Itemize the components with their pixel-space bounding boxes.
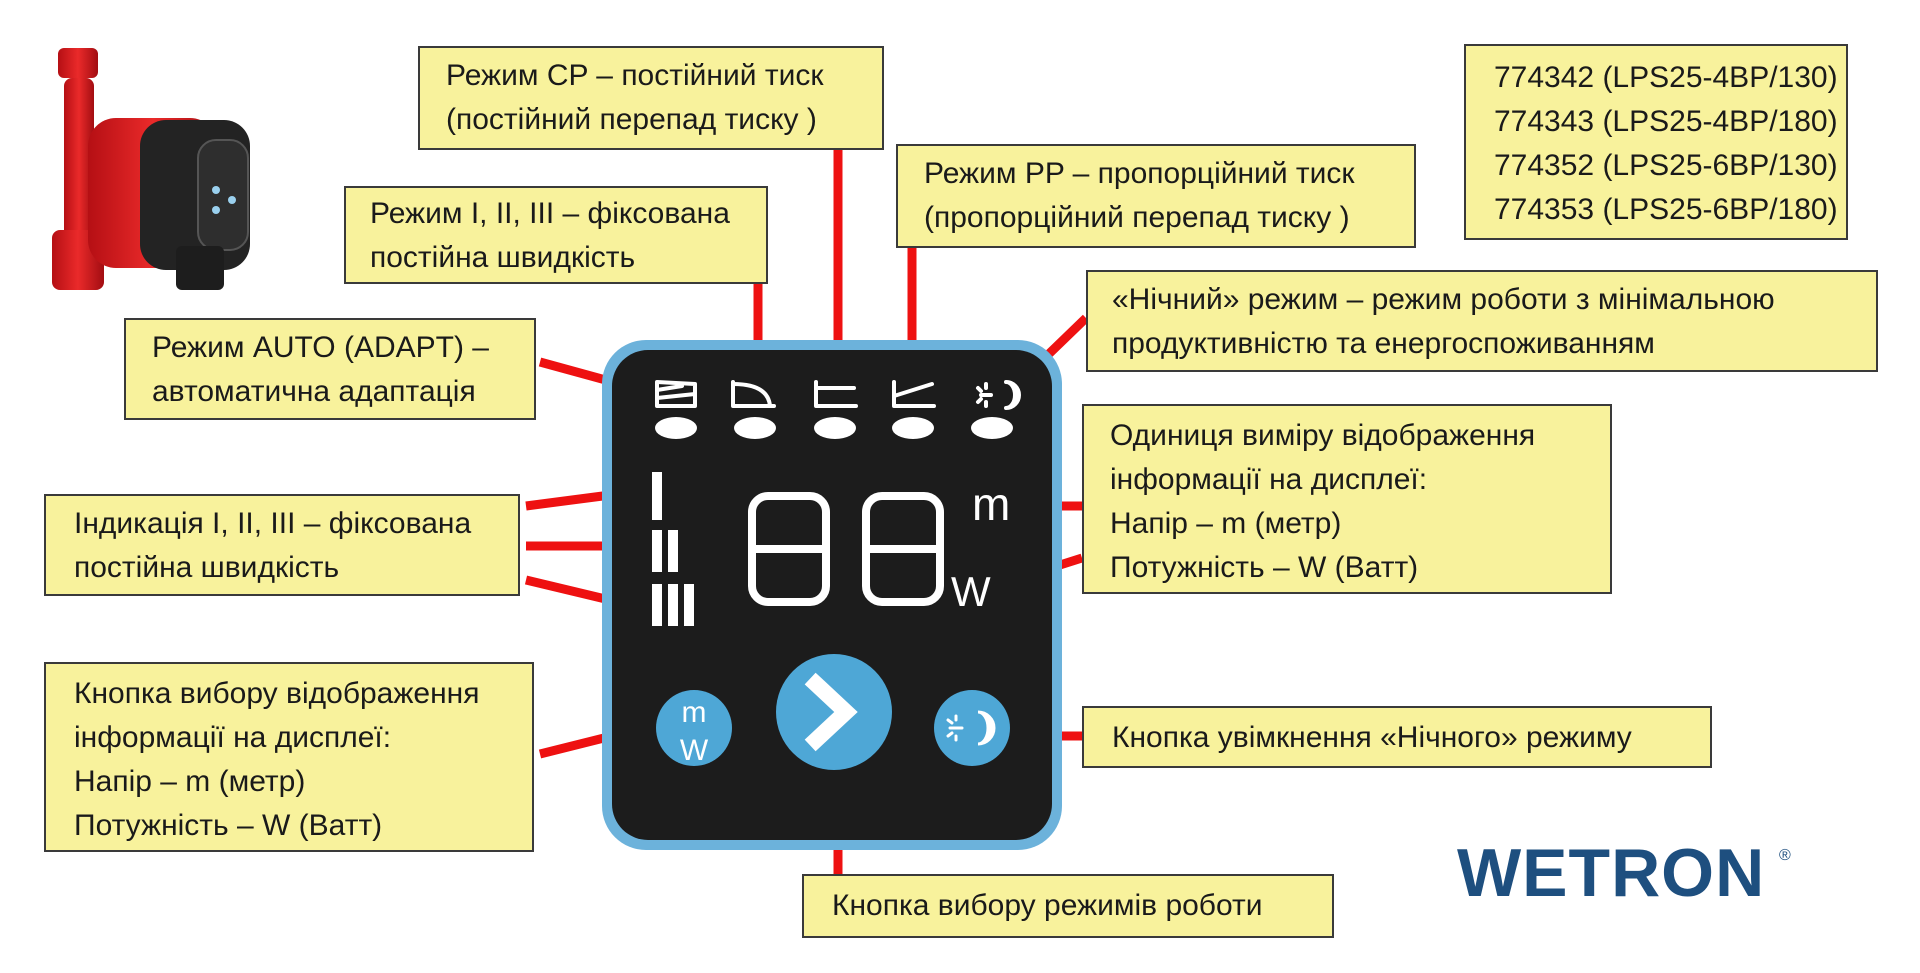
callout-pp-line-2: (пропорційний перепад тиску )	[924, 201, 1350, 234]
fixed-speed-icon	[814, 380, 858, 408]
callout-night-mode: «Нічний» режим – режим роботи з мінімаль…	[1086, 270, 1878, 372]
callout-display-line-3: Напір – m (метр)	[74, 765, 306, 798]
callout-night-line-2: продуктивністю та енергоспоживанням	[1112, 327, 1655, 360]
callout-speed-line-1: Індикація I, II, III – фіксована	[74, 507, 472, 540]
auto-adapt-icon	[655, 380, 697, 408]
model-item: 774342 (LPS25-4BP/130)	[1494, 61, 1838, 94]
display-select-button[interactable]: m W	[656, 690, 732, 767]
model-list-box: 774342 (LPS25-4BP/130) 774343 (LPS25-4BP…	[1464, 44, 1848, 240]
callout-mode-button-line-1: Кнопка вибору режимів роботи	[832, 889, 1263, 922]
logo-text: WETRON	[1457, 838, 1765, 908]
callout-pp-line-1: Режим PP – пропорційний тиск	[924, 157, 1355, 190]
callout-auto-line-2: автоматична адаптація	[152, 375, 476, 408]
callout-display-button: Кнопка вибору відображення інформації на…	[44, 662, 534, 852]
callout-speed-indication: Індикація I, II, III – фіксована постійн…	[44, 494, 520, 596]
callout-night-button-line-1: Кнопка увімкнення «Нічного» режиму	[1112, 721, 1632, 754]
callout-night-line-1: «Нічний» режим – режим роботи з мінімаль…	[1112, 283, 1775, 316]
callout-cp-line-2: (постійний перепад тиску )	[446, 103, 817, 136]
display-value: 88	[0, 0, 2, 1]
chevron-right-icon	[804, 672, 858, 752]
button-mw-top: m	[682, 696, 707, 729]
callout-display-line-2: інформації на дисплеї:	[74, 721, 392, 754]
callout-fixed-line-1: Режим I, II, III – фіксована	[370, 197, 730, 230]
callout-mode-button: Кнопка вибору режимів роботи	[802, 874, 1334, 938]
callout-units: Одиниця виміру відображення інформації н…	[1082, 404, 1612, 594]
callout-pp-mode: Режим PP – пропорційний тиск (пропорційн…	[896, 144, 1416, 248]
model-item: 774343 (LPS25-4BP/180)	[1494, 105, 1838, 138]
wetron-logo: WETRON ®	[1457, 835, 1797, 911]
callout-display-line-4: Потужність – W (Ватт)	[74, 809, 383, 842]
callout-fixed-line-2: постійна швидкість	[370, 241, 636, 274]
circulation-pump-image	[52, 48, 250, 290]
callout-fixed-mode: Режим I, II, III – фіксована постійна шв…	[344, 186, 768, 284]
callout-units-line-1: Одиниця виміру відображення	[1110, 419, 1536, 452]
mode-select-button[interactable]	[776, 654, 892, 770]
button-mw-bottom: W	[680, 734, 709, 767]
callout-cp-line-1: Режим CP – постійний тиск	[446, 59, 824, 92]
callout-cp-mode: Режим CP – постійний тиск (постійний пер…	[418, 46, 884, 150]
callout-display-line-1: Кнопка вибору відображення	[74, 677, 480, 710]
callout-units-line-2: інформації на дисплеї:	[1110, 463, 1428, 496]
unit-head-label: m	[972, 478, 1010, 530]
control-panel: 88 m W m W	[0, 0, 1062, 850]
unit-power-label: W	[951, 568, 991, 615]
callout-speed-line-2: постійна швидкість	[74, 551, 340, 584]
callout-night-button: Кнопка увімкнення «Нічного» режиму	[1082, 706, 1712, 768]
speed-indicator-bars	[652, 472, 694, 626]
callout-units-line-3: Напір – m (метр)	[1110, 507, 1342, 540]
callout-auto-line-1: Режим AUTO (ADAPT) –	[152, 331, 489, 364]
proportional-pressure-icon	[892, 380, 936, 408]
callout-units-line-4: Потужність – W (Ватт)	[1110, 551, 1419, 584]
logo-registered: ®	[1779, 847, 1791, 864]
model-item: 774353 (LPS25-6BP/180)	[1494, 193, 1838, 226]
model-item: 774352 (LPS25-6BP/130)	[1494, 149, 1838, 182]
night-mode-button[interactable]	[934, 690, 1010, 766]
seven-segment-display	[748, 492, 944, 606]
callout-auto-mode: Режим AUTO (ADAPT) – автоматична адаптац…	[124, 318, 536, 420]
constant-pressure-icon	[731, 380, 776, 408]
night-mode-icon	[976, 380, 1021, 410]
